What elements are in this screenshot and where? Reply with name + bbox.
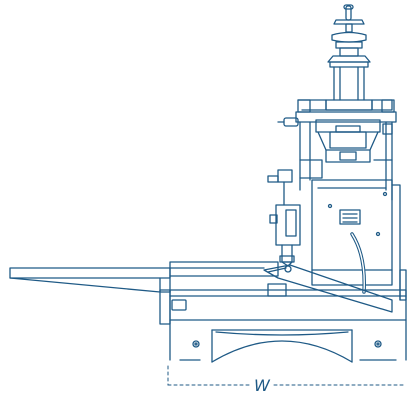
extension-table: [9, 267, 171, 293]
bevel-table: [263, 261, 393, 313]
machine-base: [159, 261, 407, 363]
handwheel-assembly: [325, 4, 373, 111]
width-dimension-line: [167, 365, 407, 386]
side-bracket: [267, 169, 301, 263]
main-column: [311, 179, 407, 301]
width-dimension-label: W: [251, 378, 273, 394]
head-housing: [277, 99, 397, 201]
